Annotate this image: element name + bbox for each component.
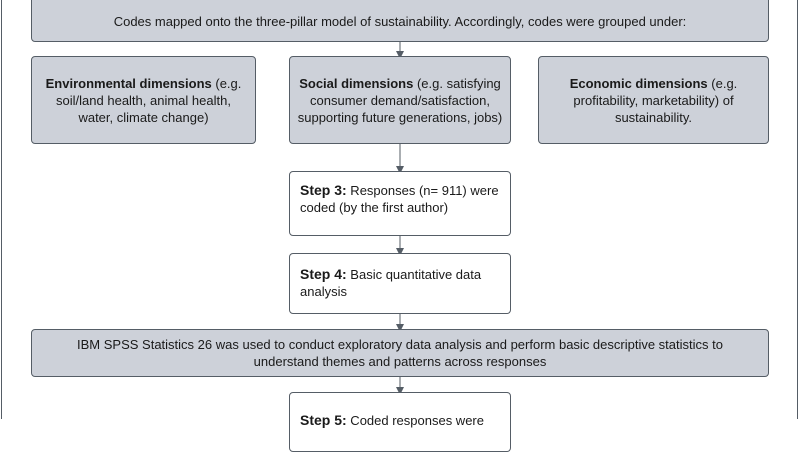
environmental-title: Environmental dimensions <box>45 75 212 91</box>
step4-text: Basic quantitative data analysis <box>300 267 482 299</box>
economic-dimensions-box: Economic dimensions (e.g. profitability,… <box>538 56 769 144</box>
top-box-text: Codes mapped onto the three-pillar model… <box>113 13 687 29</box>
environmental-dimensions-box: Environmental dimensions (e.g. soil/land… <box>31 56 256 144</box>
step4-label: Step 4: <box>300 266 347 282</box>
step5-text: Coded responses were <box>346 413 484 428</box>
step3-text: Responses (n= 911) were coded (by the fi… <box>300 183 499 215</box>
spss-box-text: IBM SPSS Statistics 26 was used to condu… <box>77 337 723 369</box>
step3-box: Step 3: Responses (n= 911) were coded (b… <box>289 171 511 236</box>
social-dimensions-box: Social dimensions (e.g. satisfying consu… <box>289 56 511 144</box>
step3-label: Step 3: <box>300 182 347 198</box>
social-rest: (e.g. satisfying consumer demand/satisfa… <box>297 75 503 125</box>
step5-box: Step 5: Coded responses were <box>289 392 511 452</box>
social-title: Social dimensions <box>299 75 414 91</box>
environmental-rest: (e.g. soil/land health, animal health, w… <box>56 75 242 125</box>
outer-frame-right-edge <box>797 0 798 419</box>
economic-rest: (e.g. profitability, marketability) of s… <box>573 75 738 125</box>
outer-frame-left-edge <box>1 0 2 419</box>
step4-box: Step 4: Basic quantitative data analysis <box>289 253 511 314</box>
economic-title: Economic dimensions <box>569 75 708 91</box>
spss-analysis-box: IBM SPSS Statistics 26 was used to condu… <box>31 329 769 377</box>
flow-connectors <box>396 42 404 395</box>
top-codes-mapped-box: Codes mapped onto the three-pillar model… <box>31 0 769 42</box>
step5-label: Step 5: <box>300 412 347 428</box>
